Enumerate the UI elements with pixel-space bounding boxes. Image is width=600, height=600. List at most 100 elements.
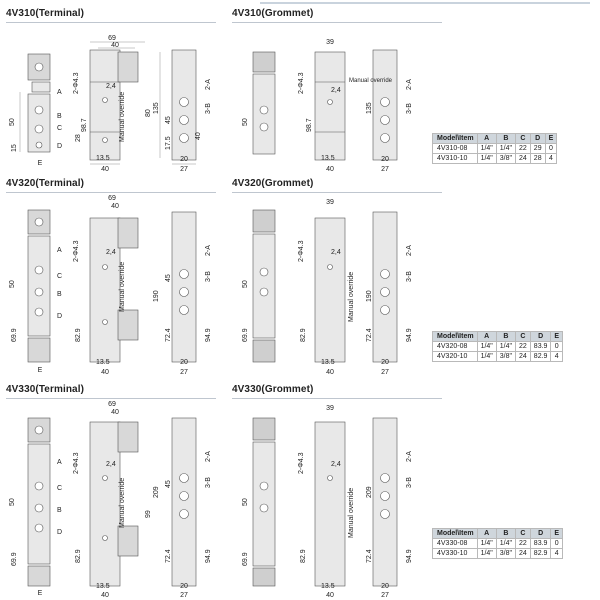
cell: 83.9 bbox=[529, 538, 552, 549]
table-row: 4V330-08 1/4" 1/4" 22 83.9 0 bbox=[432, 538, 564, 549]
label-2a: 2-A bbox=[205, 451, 212, 462]
label-port-24: 2,4 bbox=[331, 87, 341, 94]
cell: 22 bbox=[515, 143, 531, 154]
body-front bbox=[89, 49, 121, 161]
dim-39: 39 bbox=[326, 39, 334, 46]
dim-98-7: 98.7 bbox=[306, 118, 313, 132]
drawing-4v310-terminal: 69 40 40 13.5 20 27 50 15 98.7 28 80 135… bbox=[9, 35, 212, 172]
th-model: Model\Item bbox=[432, 331, 478, 342]
drawing-4v310-grommet: 39 40 13.5 20 27 50 98.7 135 2-Φ4.3 2,4 … bbox=[242, 39, 413, 172]
cell: 83.9 bbox=[529, 341, 552, 352]
dim-69: 69 bbox=[108, 35, 116, 42]
dim-27: 27 bbox=[180, 369, 188, 376]
label-manual-override: Manual override bbox=[119, 262, 126, 312]
cell: 3/8" bbox=[495, 351, 517, 362]
cell: 4V310-08 bbox=[432, 143, 478, 154]
label-c: C bbox=[57, 273, 62, 280]
dim-27: 27 bbox=[180, 592, 188, 598]
label-a: A bbox=[57, 89, 62, 96]
label-d: D bbox=[57, 313, 62, 320]
top-rule bbox=[0, 0, 600, 6]
dim-13-5: 13.5 bbox=[321, 583, 335, 590]
title-4v310-terminal: 4V310(Terminal) bbox=[6, 8, 217, 23]
label-3b: 3-B bbox=[205, 477, 212, 488]
label-c: C bbox=[57, 125, 62, 132]
body-front bbox=[89, 217, 121, 363]
drawing-4v330-grommet: 39 40 13.5 20 27 50 69.9 82.9 209 72.4 9… bbox=[242, 405, 413, 598]
label-a: A bbox=[57, 247, 62, 254]
label-e: E bbox=[38, 367, 43, 374]
dim-94-9: 94.9 bbox=[406, 549, 413, 563]
dim-190: 190 bbox=[366, 290, 373, 302]
dim-80: 80 bbox=[145, 109, 152, 117]
cell: 3/8" bbox=[495, 548, 517, 559]
dim-50: 50 bbox=[242, 118, 249, 126]
body-front bbox=[314, 421, 346, 587]
label-2a: 2-A bbox=[205, 245, 212, 256]
label-phi: 2-Φ4.3 bbox=[298, 240, 305, 262]
dim-27: 27 bbox=[381, 592, 389, 598]
cell: 1/4" bbox=[495, 341, 517, 352]
dim-40-right: 40 bbox=[195, 132, 202, 140]
spec-table-4v330: Model\Item A B C D E 4V330-08 1/4" 1/4" … bbox=[432, 528, 564, 559]
th-e: E bbox=[544, 133, 558, 144]
dim-94-9: 94.9 bbox=[406, 328, 413, 342]
dim-15: 15 bbox=[11, 144, 18, 152]
dim-39: 39 bbox=[326, 405, 334, 412]
label-port-24: 2,4 bbox=[331, 461, 341, 468]
label-manual-override: Manual override bbox=[348, 488, 355, 538]
dim-69-9: 69.9 bbox=[11, 552, 18, 566]
cell: 1/4" bbox=[476, 351, 497, 362]
dim-20: 20 bbox=[381, 359, 389, 366]
dim-99: 99 bbox=[145, 510, 152, 518]
cell: 24 bbox=[515, 153, 531, 164]
dim-13-5: 13.5 bbox=[96, 155, 110, 162]
label-phi: 2-Φ4.3 bbox=[73, 240, 80, 262]
dim-72-4: 72.4 bbox=[366, 549, 373, 563]
cell: 82.9 bbox=[529, 351, 552, 362]
dim-190: 190 bbox=[153, 290, 160, 302]
label-phi: 2-Φ4.3 bbox=[73, 72, 80, 94]
label-a: A bbox=[57, 459, 62, 466]
table-row: 4V320-08 1/4" 1/4" 22 83.9 0 bbox=[432, 341, 564, 352]
label-manual-override: Manual override bbox=[119, 92, 126, 142]
dim-40-bottom: 40 bbox=[326, 592, 334, 598]
dim-209: 209 bbox=[366, 486, 373, 498]
th-c: C bbox=[515, 133, 531, 144]
cell: 4V320-08 bbox=[432, 341, 478, 352]
dim-209: 209 bbox=[153, 486, 160, 498]
body-right bbox=[171, 417, 197, 587]
cell: 1/4" bbox=[495, 143, 517, 154]
th-c: C bbox=[515, 331, 531, 342]
label-d: D bbox=[57, 529, 62, 536]
th-d: D bbox=[529, 528, 552, 539]
dim-40-top: 40 bbox=[111, 409, 119, 416]
cell: 0 bbox=[550, 538, 564, 549]
body-right bbox=[372, 417, 398, 587]
table-row: 4V330-10 1/4" 3/8" 24 82.9 4 bbox=[432, 548, 564, 559]
cell: 24 bbox=[515, 351, 531, 362]
dim-50: 50 bbox=[9, 118, 16, 126]
table-row: 4V310-10 1/4" 3/8" 24 28 4 bbox=[432, 153, 558, 164]
dim-50: 50 bbox=[242, 280, 249, 288]
dim-98-7: 98.7 bbox=[81, 118, 88, 132]
body-side bbox=[27, 235, 51, 337]
dim-40-top: 40 bbox=[111, 203, 119, 210]
body-side bbox=[27, 93, 51, 153]
cell: 4V310-10 bbox=[432, 153, 478, 164]
dim-82-9: 82.9 bbox=[300, 328, 307, 342]
cell: 4 bbox=[550, 548, 564, 559]
th-c: C bbox=[515, 528, 531, 539]
dim-69: 69 bbox=[108, 195, 116, 202]
label-3b: 3-B bbox=[406, 271, 413, 282]
body-side bbox=[252, 233, 276, 339]
label-port-24: 2,4 bbox=[106, 249, 116, 256]
cell: 3/8" bbox=[495, 153, 517, 164]
cell: 1/4" bbox=[476, 143, 497, 154]
label-e: E bbox=[38, 590, 43, 597]
body-right bbox=[171, 211, 197, 363]
dim-40-top: 40 bbox=[111, 42, 119, 49]
dim-50: 50 bbox=[9, 498, 16, 506]
title-4v310-grommet: 4V310(Grommet) bbox=[232, 8, 444, 23]
table-row: 4V320-10 1/4" 3/8" 24 82.9 4 bbox=[432, 351, 564, 362]
